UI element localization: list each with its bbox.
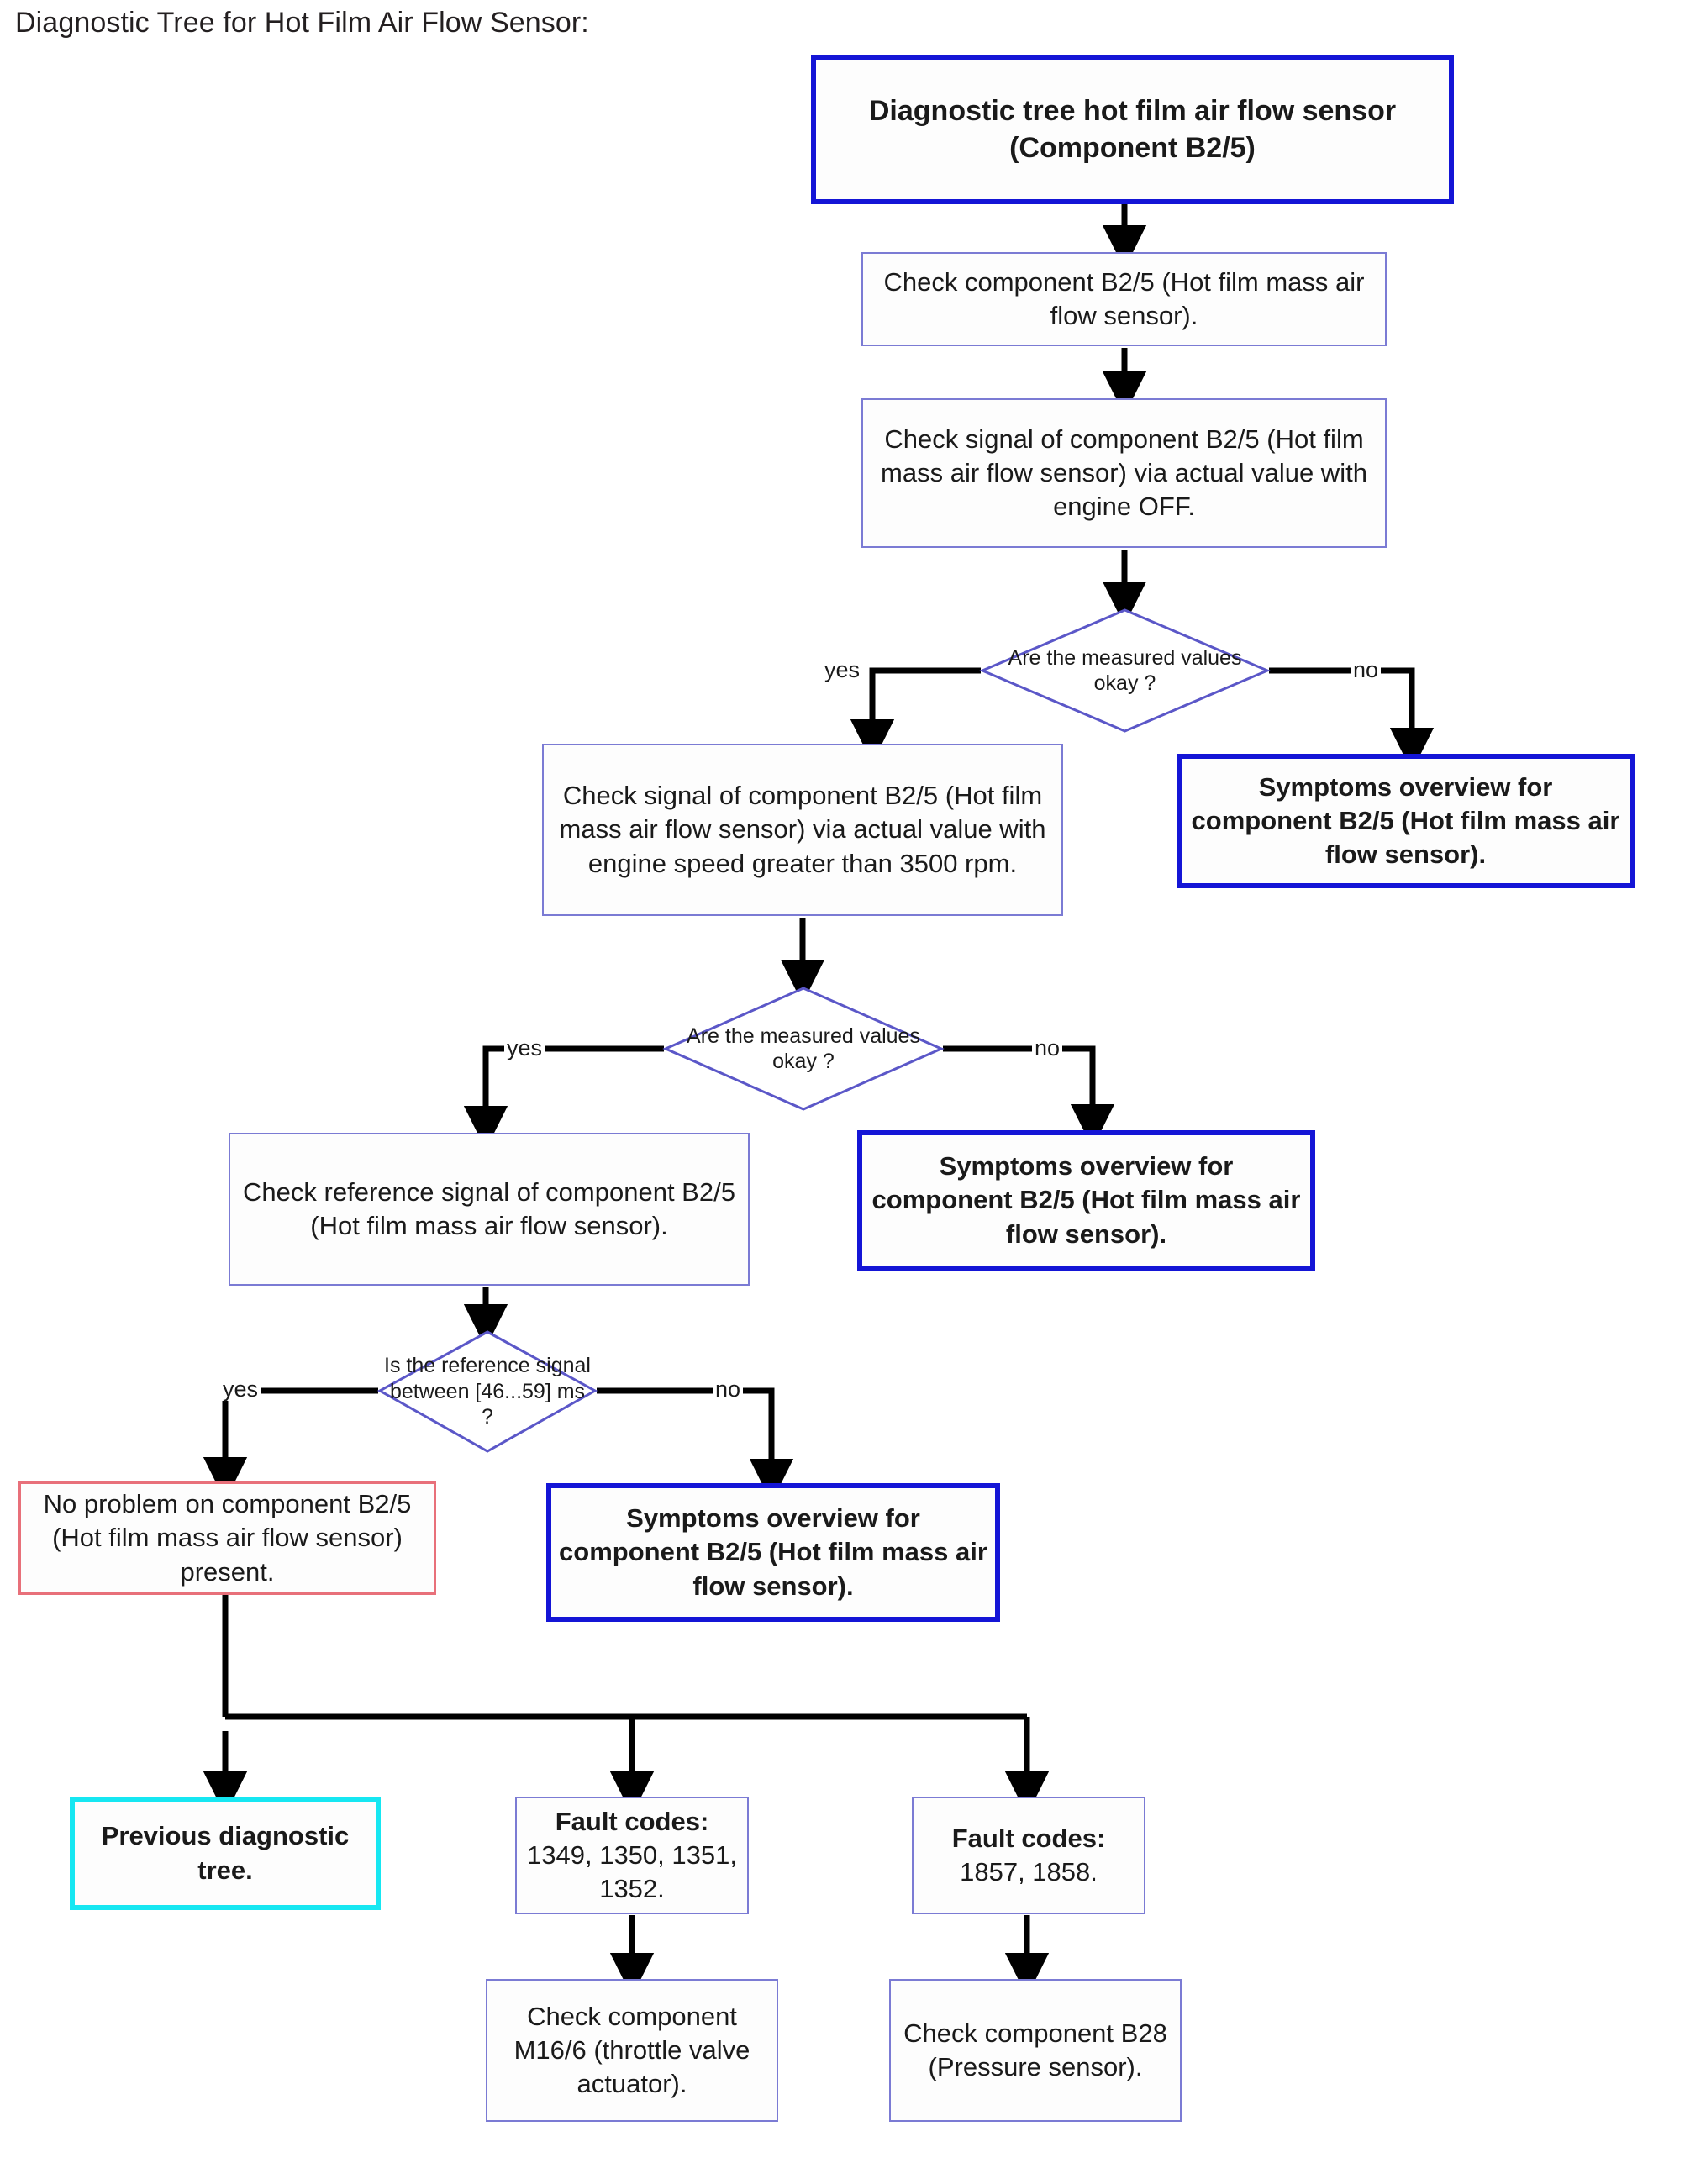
node-check-b28-label: Check component B28 (Pressure sensor). xyxy=(903,2018,1167,2081)
node-check-m16-6[interactable]: Check component M16/6 (throttle valve ac… xyxy=(486,1979,778,2122)
node-decision-reference-signal-range[interactable]: Is the reference signal between [46...59… xyxy=(376,1330,598,1453)
edge-label-d3-yes: yes xyxy=(220,1378,261,1401)
node-previous-diagnostic-tree[interactable]: Previous diagnostic tree. xyxy=(70,1797,381,1910)
node-check-signal-engine-speed-label: Check signal of component B2/5 (Hot film… xyxy=(559,781,1046,878)
node-fault-codes-2-heading: Fault codes: xyxy=(951,1823,1106,1853)
node-no-problem[interactable]: No problem on component B2/5 (Hot film m… xyxy=(18,1481,436,1595)
edge-label-d1-yes: yes xyxy=(822,659,863,682)
node-symptoms-overview-3[interactable]: Symptoms overview for component B2/5 (Ho… xyxy=(546,1483,1000,1622)
node-check-b28[interactable]: Check component B28 (Pressure sensor). xyxy=(889,1979,1182,2122)
node-check-reference-signal-label: Check reference signal of component B2/5… xyxy=(243,1176,735,1240)
diamond-outline-icon xyxy=(662,987,945,1111)
node-fault-codes-1-heading: Fault codes: xyxy=(555,1806,709,1836)
node-symptoms-overview-1-label: Symptoms overview for component B2/5 (Ho… xyxy=(1191,771,1620,870)
edge-label-d2-no: no xyxy=(1032,1037,1063,1060)
node-check-signal-engine-off[interactable]: Check signal of component B2/5 (Hot film… xyxy=(861,398,1387,548)
node-decision-reference-signal-range-label: Is the reference signal between [46...59… xyxy=(384,1354,591,1429)
diamond-outline-icon xyxy=(376,1330,598,1453)
node-decision-measured-values-2-label: Are the measured values okay ? xyxy=(687,1024,920,1074)
node-root-label: Diagnostic tree hot film air flow sensor… xyxy=(868,94,1397,164)
node-check-reference-signal[interactable]: Check reference signal of component B2/5… xyxy=(229,1133,750,1286)
node-fault-codes-2[interactable]: Fault codes: 1857, 1858. xyxy=(912,1797,1145,1914)
node-symptoms-overview-2-label: Symptoms overview for component B2/5 (Ho… xyxy=(871,1151,1301,1249)
node-previous-diagnostic-tree-label: Previous diagnostic tree. xyxy=(101,1821,350,1885)
node-fault-codes-2-codes: 1857, 1858. xyxy=(960,1857,1098,1887)
node-symptoms-overview-3-label: Symptoms overview for component B2/5 (Ho… xyxy=(559,1503,987,1601)
node-check-component-label: Check component B2/5 (Hot film mass air … xyxy=(883,266,1365,330)
node-symptoms-overview-2[interactable]: Symptoms overview for component B2/5 (Ho… xyxy=(857,1130,1315,1271)
edge-label-d1-no: no xyxy=(1351,659,1382,682)
diamond-outline-icon xyxy=(979,608,1271,733)
node-fault-codes-1[interactable]: Fault codes: 1349, 1350, 1351, 1352. xyxy=(515,1797,749,1914)
node-check-signal-engine-off-label: Check signal of component B2/5 (Hot film… xyxy=(881,424,1367,522)
edge-label-d2-yes: yes xyxy=(504,1037,545,1060)
node-fault-codes-1-codes: 1349, 1350, 1351, 1352. xyxy=(527,1839,737,1904)
node-root[interactable]: Diagnostic tree hot film air flow sensor… xyxy=(811,55,1454,204)
node-check-signal-engine-speed[interactable]: Check signal of component B2/5 (Hot film… xyxy=(542,744,1063,916)
node-check-m16-6-label: Check component M16/6 (throttle valve ac… xyxy=(513,2001,750,2099)
edge-label-d3-no: no xyxy=(713,1378,744,1401)
node-no-problem-label: No problem on component B2/5 (Hot film m… xyxy=(43,1489,412,1587)
node-decision-measured-values-2[interactable]: Are the measured values okay ? xyxy=(662,987,945,1111)
node-decision-measured-values-1-label: Are the measured values okay ? xyxy=(1008,645,1242,696)
page-title: Diagnostic Tree for Hot Film Air Flow Se… xyxy=(15,7,589,39)
node-symptoms-overview-1[interactable]: Symptoms overview for component B2/5 (Ho… xyxy=(1177,754,1635,888)
node-decision-measured-values-1[interactable]: Are the measured values okay ? xyxy=(979,608,1271,733)
node-check-component[interactable]: Check component B2/5 (Hot film mass air … xyxy=(861,252,1387,346)
